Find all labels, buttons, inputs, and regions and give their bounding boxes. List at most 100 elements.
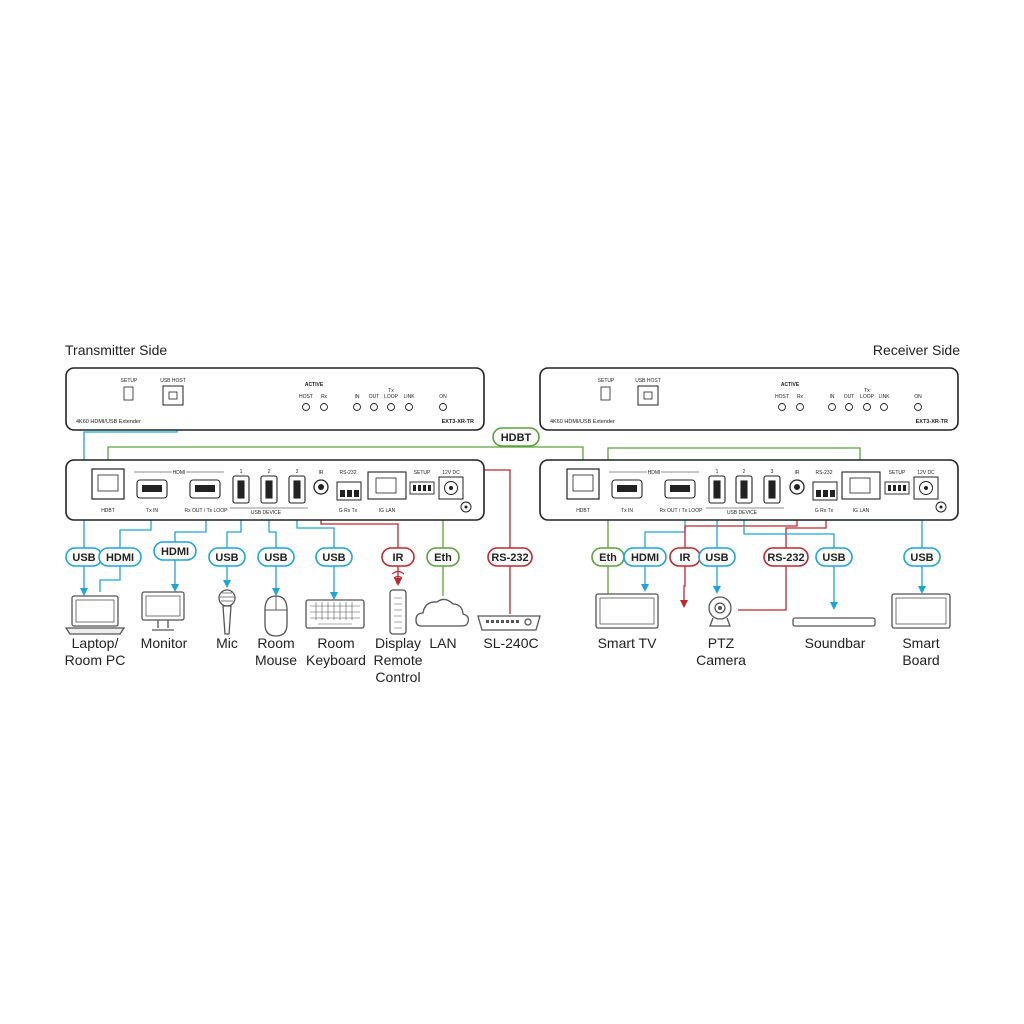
microphone-icon <box>218 589 236 635</box>
smart-tv-label: Smart TV <box>597 635 657 651</box>
laptop-icon <box>64 595 126 635</box>
rx-front-on-label: ON <box>914 394 922 400</box>
rx-iglan-port <box>841 471 881 500</box>
tx-iglan-label: IG LAN <box>379 508 396 514</box>
rx-hdmi-in-label: Tx IN <box>621 508 633 514</box>
rx-usb-device-label: USB DEVICE <box>727 510 758 516</box>
rx-front-link-label: LINK <box>878 394 890 400</box>
rx-front-product-name: 4K60 HDMI/USB Extender <box>550 419 615 425</box>
tx-rs232-pins-label: G Rx Tx <box>339 508 358 514</box>
tx-front-txloop-label-1: Tx <box>388 388 394 394</box>
rx-rear-panel: HDBT HDMI Tx IN Rx OUT / Tx LOOP 1 2 3 U… <box>539 459 959 521</box>
rx-hdbt-port-label: HDBT <box>576 508 590 514</box>
rx-front-txloop-label-1: Tx <box>864 388 870 394</box>
rx-usb1-number: 1 <box>716 469 719 475</box>
rx-tag-rs232: RS-232 <box>767 552 804 564</box>
tx-ir-port <box>313 479 329 495</box>
rx-dc-port <box>913 476 939 500</box>
tx-usb-device-ports <box>232 475 306 504</box>
tx-hdmi-out-label: Rx OUT / Tx LOOP <box>185 508 229 514</box>
receiver-side-title: Receiver Side <box>872 342 960 358</box>
rx-front-in-label: IN <box>830 394 835 400</box>
rx-dc-label: 12V DC <box>917 470 935 476</box>
tx-front-usbhost-port <box>162 385 184 406</box>
tx-front-dip-switch <box>123 386 134 401</box>
rx-tag-hdmi: HDMI <box>631 552 659 564</box>
tx-usb-device-label: USB DEVICE <box>251 510 282 516</box>
tx-iglan-port <box>367 471 407 500</box>
rx-tag-usb-soundbar: USB <box>822 552 845 564</box>
rx-hdmi-in-port <box>611 479 643 499</box>
soundbar-label: Soundbar <box>804 635 866 651</box>
tx-laptop-hdmi-wire <box>99 566 121 592</box>
ptz-camera-icon <box>708 596 732 627</box>
transmitter-side-title: Transmitter Side <box>65 342 168 358</box>
rx-front-active-label: ACTIVE <box>781 382 800 388</box>
hdbt-link-wire <box>107 446 584 468</box>
tx-ground-screw <box>460 501 472 513</box>
rx-tag-usb-camera: USB <box>705 552 728 564</box>
rx-front-panel: SETUP USB HOST ACTIVE HOST Rx IN OUT Tx … <box>539 367 959 431</box>
laptop-label: Laptop/Room PC <box>64 635 126 668</box>
mic-label: Mic <box>216 635 238 651</box>
tx-hdbt-port-label: HDBT <box>101 508 115 514</box>
tx-usb2-number: 2 <box>268 469 271 475</box>
rx-ir-port <box>789 479 805 495</box>
tx-front-setup-label: SETUP <box>121 378 138 384</box>
tx-tag-usb-keyboard: USB <box>322 552 345 564</box>
rx-front-txloop-label-2: LOOP <box>860 394 875 400</box>
rx-front-dip-switch <box>600 386 611 401</box>
hdbt-link-tag: HDBT <box>492 427 540 447</box>
rx-front-usbhost-port <box>637 385 659 406</box>
tx-usb1-number: 1 <box>240 469 243 475</box>
tx-rear-dip-switch <box>409 481 435 495</box>
tx-tag-hdmi-laptop: HDMI <box>106 552 134 564</box>
monitor-icon <box>141 591 185 631</box>
remote-icon <box>389 570 407 635</box>
rx-hdmi-group-label: HDMI <box>648 470 661 476</box>
rx-rear-setup-label: SETUP <box>889 470 906 476</box>
tx-dc-port <box>438 476 464 500</box>
tx-front-panel: SETUP USB HOST ACTIVE HOST Rx IN OUT Tx … <box>65 367 485 431</box>
tx-rear-setup-label: SETUP <box>414 470 431 476</box>
tx-front-txloop-label-2: LOOP <box>384 394 399 400</box>
tx-front-rx-label: Rx <box>321 394 328 400</box>
tx-front-in-label: IN <box>355 394 360 400</box>
rx-hdmi-out-label: Rx OUT / Tx LOOP <box>660 508 704 514</box>
tx-tag-usb-laptop: USB <box>72 552 95 564</box>
rx-front-setup-label: SETUP <box>598 378 615 384</box>
tx-front-product-name: 4K60 HDMI/USB Extender <box>76 419 141 425</box>
rx-hdmi-out-port <box>664 479 696 499</box>
tx-usb3-number: 3 <box>296 469 299 475</box>
rx-device-icons <box>595 593 951 629</box>
tx-front-usbhost-label: USB HOST <box>160 378 186 384</box>
rx-front-out-label: OUT <box>844 394 855 400</box>
soundbar-icon <box>792 617 876 627</box>
tx-front-model: EXT3-XR-TR <box>442 419 474 425</box>
tx-hdbt-port <box>91 468 125 500</box>
tx-rs232-label: RS-232 <box>340 470 357 476</box>
rx-front-model: EXT3-XR-TR <box>916 419 948 425</box>
tx-front-active-label: ACTIVE <box>305 382 324 388</box>
tx-front-link-label: LINK <box>403 394 415 400</box>
rx-rs232-label: RS-232 <box>816 470 833 476</box>
tx-tag-rs232: RS-232 <box>491 552 528 564</box>
rx-rear-dip-switch <box>884 481 910 495</box>
tx-tag-usb-mic: USB <box>215 552 238 564</box>
tx-device-icons <box>64 570 541 637</box>
tx-tag-eth: Eth <box>434 552 452 564</box>
tx-front-out-label: OUT <box>369 394 380 400</box>
rx-tags: Eth HDMI IR USB RS-232 USB USB <box>591 547 941 567</box>
rx-rs232-port <box>812 481 838 501</box>
tx-tag-usb-mouse: USB <box>264 552 287 564</box>
rx-tag-usb-board: USB <box>910 552 933 564</box>
rx-rs232-camera-wire <box>738 566 787 611</box>
rx-front-rx-label: Rx <box>797 394 804 400</box>
tx-tags: USB HDMI HDMI USB USB USB IR Eth RS-232 <box>65 541 533 567</box>
rx-ground-screw <box>935 501 947 513</box>
smart-board-icon <box>891 593 951 629</box>
